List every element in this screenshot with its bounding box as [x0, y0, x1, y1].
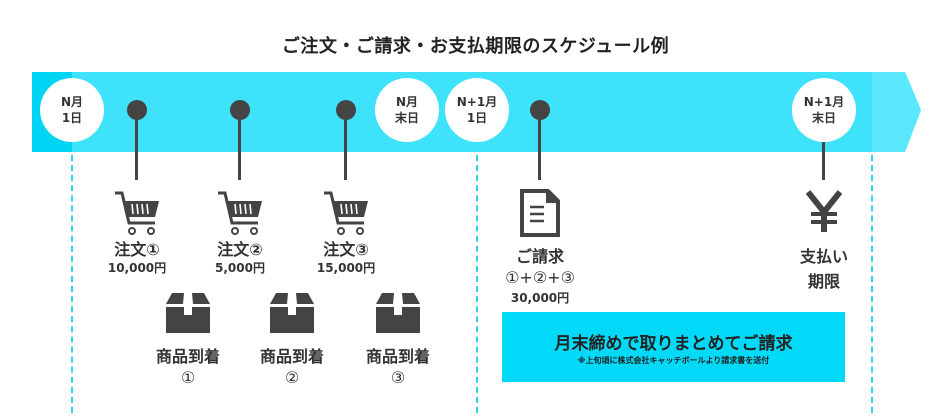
document-icon — [520, 189, 560, 237]
summary-note: ※上旬頃に株式会社キャッチボールより請求書を送付 — [577, 355, 770, 365]
pin-line — [538, 110, 541, 180]
divider-n1-start — [476, 155, 478, 413]
invoice-amount: 30,000円 — [510, 291, 570, 305]
cart-icon — [218, 191, 262, 235]
milestone-n1-month-1st: N+1月 1日 — [445, 78, 509, 142]
package-icon — [376, 293, 420, 333]
milestone-n1-month-end: N+1月 末日 — [792, 78, 856, 142]
cart-icon — [324, 191, 368, 235]
order-amount: 15,000円 — [316, 261, 376, 275]
milestone-label: 末日 — [394, 111, 419, 125]
order-label: 注文① — [114, 240, 160, 259]
pin-line — [822, 142, 825, 180]
delivery-number: ① — [180, 368, 196, 387]
invoice-label: ご請求 — [515, 247, 565, 266]
order-amount: 5,000円 — [215, 261, 265, 275]
order-label: 注文③ — [323, 240, 369, 259]
delivery-label: 商品到着 — [365, 347, 431, 366]
order-label: 注文② — [217, 240, 263, 259]
milestone-n-month-1st: N月 1日 — [40, 78, 104, 142]
milestone-label: 1日 — [61, 111, 83, 125]
pin-line — [238, 110, 241, 180]
delivery-label: 商品到着 — [155, 347, 221, 366]
diagram-title: ご注文・ご請求・お支払期限のスケジュール例 — [281, 36, 670, 57]
delivery-label: 商品到着 — [259, 347, 325, 366]
milestone-n-month-end: N月 末日 — [375, 78, 439, 142]
milestone-label: 1日 — [466, 111, 488, 125]
milestone-label: N月 — [395, 95, 419, 109]
yen-icon — [806, 190, 842, 232]
milestone-label: 末日 — [811, 111, 836, 125]
delivery-number: ③ — [390, 368, 406, 387]
pin-line — [344, 110, 347, 180]
summary-main: 月末締めで取りまとめてご請求 — [554, 333, 793, 354]
delivery-number: ② — [284, 368, 300, 387]
package-icon — [270, 293, 314, 333]
divider-n1-end — [871, 155, 873, 413]
summary-box: 月末締めで取りまとめてご請求 ※上旬頃に株式会社キャッチボールより請求書を送付 — [502, 312, 845, 382]
milestone-label: N+1月 — [456, 95, 498, 109]
payment-label: 支払い — [799, 247, 849, 266]
invoice-formula: ①+②+③ — [505, 268, 575, 287]
milestone-label: N月 — [60, 95, 84, 109]
cart-icon — [115, 191, 159, 235]
milestone-label: N+1月 — [803, 95, 845, 109]
pin-line — [135, 110, 138, 180]
payment-label: 期限 — [807, 272, 841, 291]
divider-n-start — [71, 155, 73, 413]
package-icon — [166, 293, 210, 333]
order-amount: 10,000円 — [107, 261, 167, 275]
